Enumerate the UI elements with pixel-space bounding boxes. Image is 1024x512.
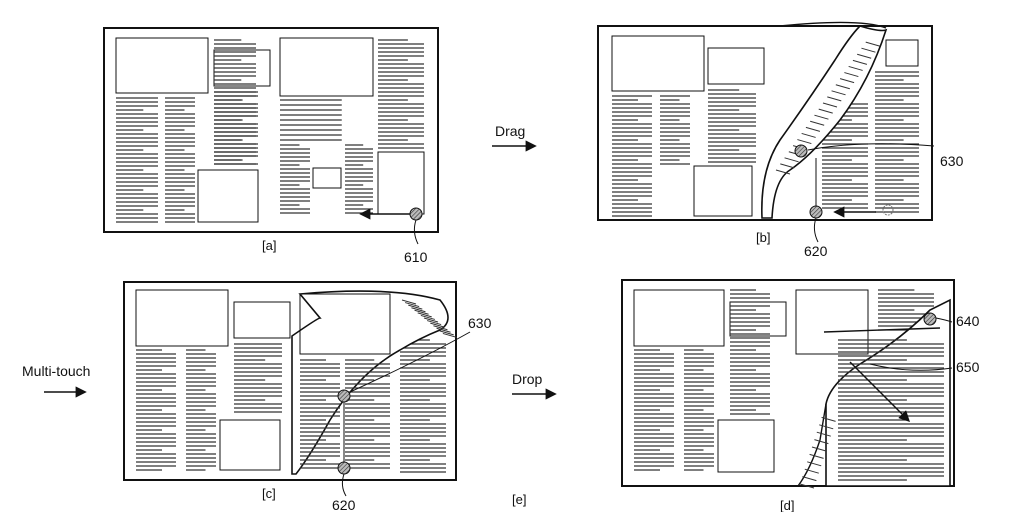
- multi-touch-label: Multi-touch: [22, 363, 90, 379]
- ref-620-c: 620: [332, 497, 356, 512]
- panel-c-label: [c]: [262, 486, 276, 501]
- ref-630-c: 630: [468, 315, 492, 331]
- step-drop: Drop: [512, 371, 554, 394]
- touch-point-630-c: [338, 390, 350, 402]
- panel-b: [b] 620 630: [598, 22, 964, 259]
- step-drag: Drag: [492, 123, 534, 146]
- panel-d-label: [d]: [780, 498, 794, 512]
- ref-610: 610: [404, 249, 428, 265]
- ref-650: 650: [956, 359, 980, 375]
- ref-640: 640: [956, 313, 980, 329]
- panel-b-label: [b]: [756, 230, 770, 245]
- ref-620-b: 620: [804, 243, 828, 259]
- step-multi-touch: Multi-touch: [22, 363, 90, 392]
- ref-630-b: 630: [940, 153, 964, 169]
- drop-label: Drop: [512, 371, 543, 387]
- panel-d: [d] 640 650: [622, 280, 980, 512]
- touch-point-640: [924, 313, 936, 325]
- panel-a-label: [a]: [262, 238, 276, 253]
- touch-point-620-c: [338, 462, 350, 474]
- panel-a: [a] 610: [104, 28, 438, 265]
- touch-point-630-b: [795, 145, 807, 157]
- panel-e-label: [e]: [512, 492, 526, 507]
- panel-c: [c] 630 620: [124, 282, 492, 512]
- leader-620-b: [814, 218, 818, 242]
- drag-label: Drag: [495, 123, 525, 139]
- touch-point-620-b: [810, 206, 822, 218]
- touch-point-610: [410, 208, 422, 220]
